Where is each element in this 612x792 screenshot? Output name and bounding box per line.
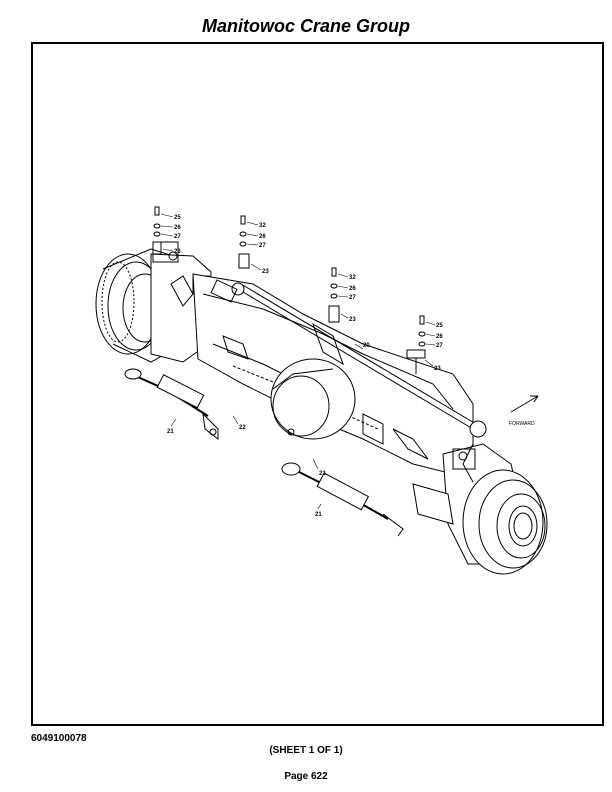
steering-cylinder-left — [124, 368, 219, 441]
forward-arrow — [510, 395, 539, 413]
callout-label: 32 — [259, 223, 266, 229]
callout-label: 20 — [363, 343, 370, 349]
callout-label: 26 — [436, 334, 443, 340]
fastener-stack-1 — [152, 206, 162, 255]
diagram-frame: 25 26 27 23 32 26 27 23 32 26 27 23 25 2… — [31, 42, 604, 726]
callout-label: 22 — [239, 425, 246, 431]
callout-label: 21 — [315, 512, 322, 518]
callout-labels: 25 26 27 23 32 26 27 23 32 26 27 23 25 2… — [167, 215, 535, 518]
axle-assembly-diagram: 25 26 27 23 32 26 27 23 32 26 27 23 25 2… — [95, 206, 548, 575]
callout-label: 25 — [436, 323, 443, 329]
callout-label: 27 — [349, 295, 356, 301]
steering-cylinder-right — [281, 462, 404, 537]
document-number: 6049100078 — [31, 733, 87, 744]
callout-label: 26 — [349, 286, 356, 292]
differential-housing — [270, 358, 356, 440]
callout-label: 23 — [349, 317, 356, 323]
callout-label: 22 — [319, 471, 326, 477]
callout-label: 26 — [174, 225, 181, 231]
callout-label: 27 — [259, 243, 266, 249]
fastener-stack-4 — [406, 315, 426, 374]
right-wheel-hub — [412, 443, 548, 575]
callout-label: 23 — [434, 366, 441, 372]
fastener-stack-3 — [328, 267, 340, 323]
callout-label: 27 — [174, 234, 181, 240]
fastener-stack-2 — [238, 215, 250, 269]
callout-label: 23 — [262, 269, 269, 275]
page-number: Page 622 — [284, 771, 328, 782]
forward-label: FORWARD — [509, 421, 535, 427]
sheet-indicator: (SHEET 1 OF 1) — [269, 745, 343, 756]
callout-label: 27 — [436, 343, 443, 349]
callout-label: 26 — [259, 234, 266, 240]
callout-label: 23 — [174, 249, 181, 255]
tie-rod — [210, 279, 487, 438]
callout-label: 32 — [349, 275, 356, 281]
page-title: Manitowoc Crane Group — [201, 16, 410, 36]
callout-label: 25 — [174, 215, 181, 221]
leader-lines — [160, 213, 436, 510]
callout-label: 21 — [167, 429, 174, 435]
